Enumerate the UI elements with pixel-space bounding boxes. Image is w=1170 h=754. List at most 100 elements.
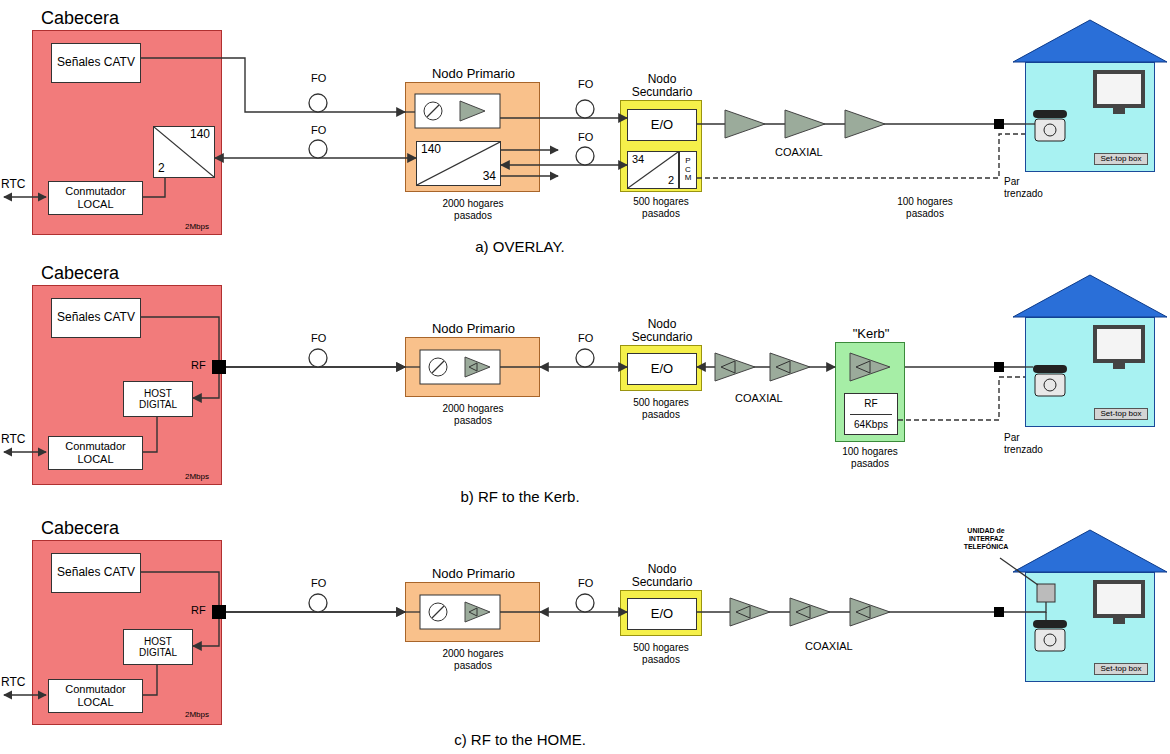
multiplexer-box: 140 34 <box>416 141 501 186</box>
house-shape: Set-top box <box>1025 62 1155 172</box>
node-text: Señales CATV <box>57 56 135 70</box>
node-heading: Cabecera <box>41 264 119 284</box>
node-text: RF <box>864 398 877 410</box>
process-box: E/O <box>627 109 697 141</box>
pcm-box: PCM <box>679 151 697 189</box>
signal-line <box>697 366 835 367</box>
node-text: PCM <box>684 157 692 183</box>
process-box: Señales CATV <box>51 298 141 338</box>
signal-line <box>193 367 405 398</box>
node-heading: "Kerb" <box>836 327 906 341</box>
coverage-note: 500 hogares pasados <box>616 642 706 665</box>
node-text: 34 <box>483 170 496 184</box>
network-name: RTC <box>1 433 25 447</box>
rate-label: 2Mbps <box>185 710 209 719</box>
cable-label: Par trenzado <box>1004 176 1054 199</box>
cable-label: COAXIAL <box>775 146 823 159</box>
cable-label: Par trenzado <box>1004 432 1054 455</box>
headend-box: CabeceraSeñales CATVConmutador LOCAL1402 <box>32 30 222 235</box>
process-box: Conmutador LOCAL <box>48 181 143 215</box>
callout-label: UNIDAD de INTERFAZ TELEFÓNICA <box>950 527 1022 551</box>
signal-line <box>143 417 157 452</box>
set-top-box-text: Set-top box <box>1094 153 1148 165</box>
set-top-box-text: Set-top box <box>1094 663 1148 675</box>
process-box: Señales CATV <box>51 43 141 83</box>
signal-line <box>697 123 1025 124</box>
process-box: Conmutador LOCAL <box>48 679 143 713</box>
node-heading: Nodo Secundario <box>621 563 703 589</box>
fiber-label: FO <box>311 72 326 85</box>
rf-interface-box: RF 64Kbps <box>844 393 898 435</box>
coverage-note: 2000 hogares pasados <box>428 198 518 221</box>
signal-line <box>540 611 627 612</box>
node-text: Señales CATV <box>57 566 135 580</box>
fiber-label: FO <box>311 124 326 137</box>
multiplexer-box: 342 <box>627 151 679 189</box>
node-text: 34 <box>632 153 644 166</box>
node-heading: Nodo Secundario <box>621 318 703 344</box>
divider-line <box>850 414 891 415</box>
node-text: 140 <box>421 143 441 157</box>
node-text: Conmutador LOCAL <box>53 440 138 465</box>
port-label: RF <box>191 359 206 372</box>
kerb-box: "Kerb"RF64Kbps <box>835 342 905 442</box>
node-heading: Nodo Secundario <box>621 73 703 99</box>
signal-line <box>193 612 405 646</box>
primary-node: Nodo Primario <box>405 337 540 397</box>
node-text: HOST DIGITAL <box>128 388 188 411</box>
secondary-node: Nodo SecundarioE/O <box>620 345 702 391</box>
fiber-label: FO <box>311 332 326 345</box>
signal-line <box>697 611 1025 612</box>
fiber-label: FO <box>578 78 593 91</box>
signal-line <box>141 317 405 367</box>
coverage-note: 100 hogares pasados <box>885 196 965 219</box>
subfigure-caption: c) RF to the HOME. <box>410 731 630 748</box>
network-name: RTC <box>1 676 25 690</box>
signal-line <box>215 157 416 158</box>
fiber-label: FO <box>578 577 593 590</box>
house-shape: Set-top box <box>1025 317 1155 427</box>
coverage-note: 100 hogares pasados <box>830 446 910 469</box>
node-text: E/O <box>651 118 673 133</box>
headend-box: CabeceraSeñales CATVHOST DIGITALConmutad… <box>32 285 222 485</box>
signal-line <box>141 58 405 112</box>
coverage-note: 500 hogares pasados <box>616 397 706 420</box>
cable-label: COAXIAL <box>805 640 853 653</box>
fiber-label: FO <box>311 577 326 590</box>
rate-label: 2Mbps <box>185 222 209 231</box>
fiber-label: FO <box>578 332 593 345</box>
node-text: Conmutador LOCAL <box>53 185 138 210</box>
node-text: E/O <box>651 362 673 377</box>
port-label: RF <box>191 604 206 617</box>
fiber-label: FO <box>578 131 593 144</box>
process-box: Señales CATV <box>51 553 141 593</box>
primary-node: Nodo Primario <box>405 582 540 642</box>
node-heading: Cabecera <box>41 519 119 539</box>
subfigure-caption: b) RF to the Kerb. <box>410 488 630 505</box>
process-box: E/O <box>627 353 697 385</box>
cable-label: COAXIAL <box>735 392 783 405</box>
twisted-pair-line <box>898 377 1025 420</box>
subfigure-caption: a) OVERLAY. <box>410 238 630 255</box>
set-top-box-text: Set-top box <box>1094 408 1148 420</box>
coverage-note: 2000 hogares pasados <box>428 403 518 426</box>
node-text: Conmutador LOCAL <box>53 683 138 708</box>
coverage-note: 500 hogares pasados <box>616 196 706 219</box>
node-text: HOST DIGITAL <box>128 636 188 659</box>
signal-line <box>540 366 627 367</box>
signal-line <box>540 117 627 118</box>
node-text: 64Kbps <box>854 419 888 431</box>
process-box: HOST DIGITAL <box>123 629 193 665</box>
primary-node: Nodo Primario14034 <box>405 82 540 192</box>
signal-line <box>143 665 157 695</box>
process-box: HOST DIGITAL <box>123 381 193 417</box>
signal-line <box>143 178 165 197</box>
node-text: 140 <box>190 128 210 142</box>
signal-line <box>501 164 627 165</box>
signal-line <box>905 366 1025 367</box>
node-text: 2 <box>158 162 165 176</box>
house-shape: Set-top box <box>1025 572 1155 682</box>
headend-box: CabeceraSeñales CATVHOST DIGITALConmutad… <box>32 540 222 725</box>
network-name: RTC <box>1 178 25 192</box>
